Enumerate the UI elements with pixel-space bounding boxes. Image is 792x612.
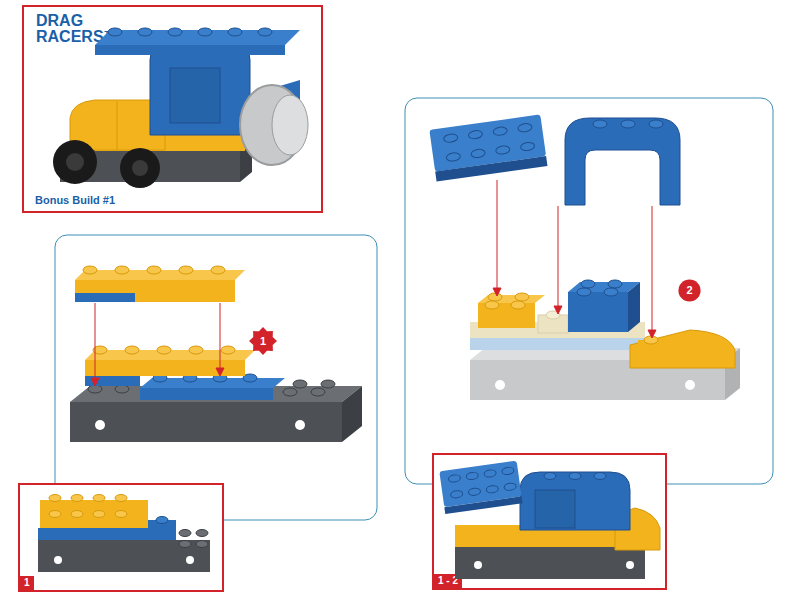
callout-number: 1 — [249, 327, 277, 355]
callout-number: 2 — [678, 279, 701, 302]
step-two-bricks — [429, 114, 740, 400]
bonus-label: Bonus Build #1 — [35, 194, 115, 206]
step-two-result — [439, 461, 660, 579]
callout-number: 2 — [678, 279, 701, 302]
callout-fill — [678, 279, 700, 301]
step-one-result — [38, 495, 210, 573]
step-number: 1 - 2 — [434, 574, 462, 588]
callout-fill — [249, 327, 277, 355]
step-number: 1 — [20, 576, 34, 590]
step-one-bricks — [70, 266, 362, 442]
drag-racer-model — [53, 28, 308, 188]
step-panel — [405, 98, 773, 484]
model-title: DRAG RACERS™ — [36, 13, 106, 45]
callout-star: 1 — [249, 327, 277, 355]
step-panel — [55, 235, 377, 520]
step-inset: 1 — [18, 483, 224, 592]
step-inset: 1 - 2 — [432, 453, 667, 590]
bonus-build-box: DRAG RACERS™ Bonus Build #1 — [22, 5, 323, 213]
